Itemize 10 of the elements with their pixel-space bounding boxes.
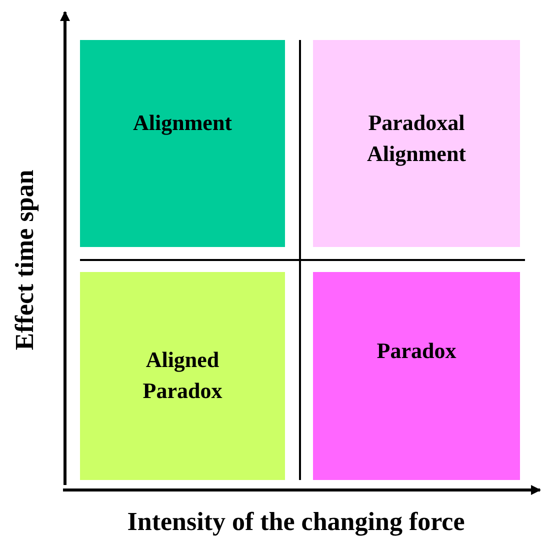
quadrant-box (313, 272, 520, 480)
quadrant-box (80, 40, 285, 247)
quadrant-box (80, 272, 285, 480)
axis-title: Intensity of the changing force (127, 507, 465, 537)
quadrant-label: Paradoxal Alignment (366, 108, 467, 168)
quadrant-label: Alignment (133, 109, 232, 138)
quadrant-label: Aligned Paradox (142, 346, 224, 405)
quadrant-box (313, 40, 520, 247)
axis-title: Effect time span (10, 170, 40, 350)
quadrant-label: Paradox (376, 336, 456, 365)
